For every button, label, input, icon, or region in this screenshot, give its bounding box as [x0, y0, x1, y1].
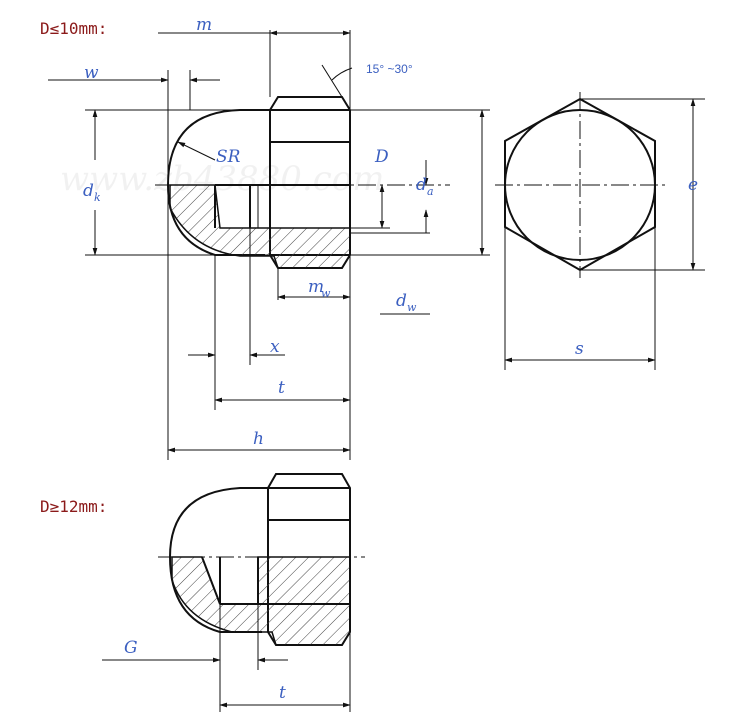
label-e: e	[688, 175, 698, 195]
label-dw: d w	[396, 291, 417, 314]
heading-large-size: D≥12mm:	[40, 497, 107, 516]
svg-text:k: k	[94, 191, 101, 204]
label-dk: d k	[83, 181, 101, 204]
label-m: m	[196, 15, 212, 35]
label-da: d a	[416, 175, 434, 198]
cap-nut-section-large	[102, 473, 365, 712]
hex-end-view	[495, 92, 705, 370]
heading-small-size: D≤10mm:	[40, 19, 107, 38]
watermark: www.zb43880.com	[60, 159, 384, 199]
svg-text:w: w	[407, 301, 417, 314]
svg-text:a: a	[427, 185, 434, 198]
cap-nut-section-small	[48, 30, 490, 460]
hatched-section-large	[171, 556, 351, 646]
label-mw: m w	[308, 277, 331, 300]
label-t: t	[278, 378, 285, 398]
label-D: D	[374, 147, 389, 167]
svg-text:w: w	[321, 287, 331, 300]
label-G: G	[124, 638, 138, 658]
label-h: h	[253, 429, 264, 449]
label-x: x	[270, 337, 280, 357]
label-angle: 15° ~30°	[366, 62, 413, 76]
svg-text:m: m	[308, 277, 324, 297]
label-s: s	[575, 339, 584, 359]
label-SR: SR	[216, 147, 241, 167]
svg-text:d: d	[416, 175, 427, 195]
svg-text:d: d	[396, 291, 407, 311]
svg-text:d: d	[83, 181, 94, 201]
label-w: w	[84, 63, 99, 83]
label-t-large: t	[279, 683, 286, 703]
